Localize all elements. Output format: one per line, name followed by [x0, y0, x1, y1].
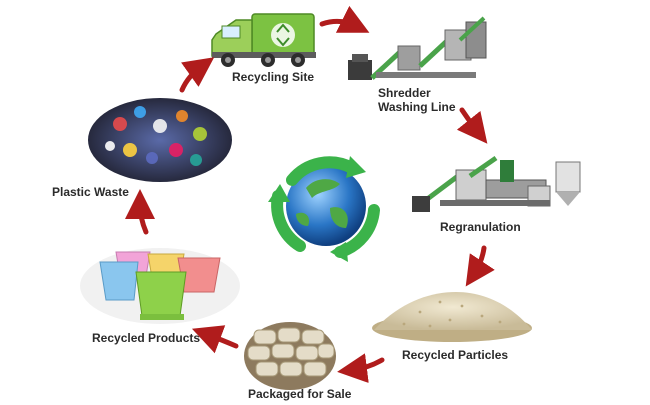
recycled-particles-icon [372, 292, 532, 342]
recycle-globe-icon [268, 156, 380, 262]
regranulation-label: Regranulation [440, 220, 521, 234]
shredder-label-line2: Washing Line [378, 100, 456, 114]
regranulation-machine-icon [412, 155, 581, 212]
recycled-particles-label: Recycled Particles [402, 348, 509, 362]
flow-arrows [125, 5, 495, 384]
shredder-washing-line-icon [348, 16, 487, 80]
plastic-waste-label: Plastic Waste [52, 185, 129, 199]
arrow-regranulation-to-particles [465, 245, 495, 287]
plastic-bales-icon [88, 98, 232, 182]
arrow-particles-to-packaged [337, 353, 385, 384]
arrow-shredder-to-regranulation [456, 107, 488, 144]
arrow-waste-to-site [179, 57, 215, 93]
shredder-label-line1: Shredder [378, 86, 431, 100]
packaged-for-sale-label: Packaged for Sale [248, 387, 352, 401]
garbage-truck-icon [211, 13, 316, 67]
plastic-pots-icon [80, 248, 240, 324]
recycled-products-label: Recycled Products [92, 331, 201, 345]
sacks-icon [244, 322, 336, 390]
recycling-site-label: Recycling Site [232, 70, 315, 84]
arrow-site-to-shredder [319, 5, 370, 33]
arrow-products-to-waste [125, 189, 156, 235]
arrow-packaged-to-products [191, 325, 239, 354]
